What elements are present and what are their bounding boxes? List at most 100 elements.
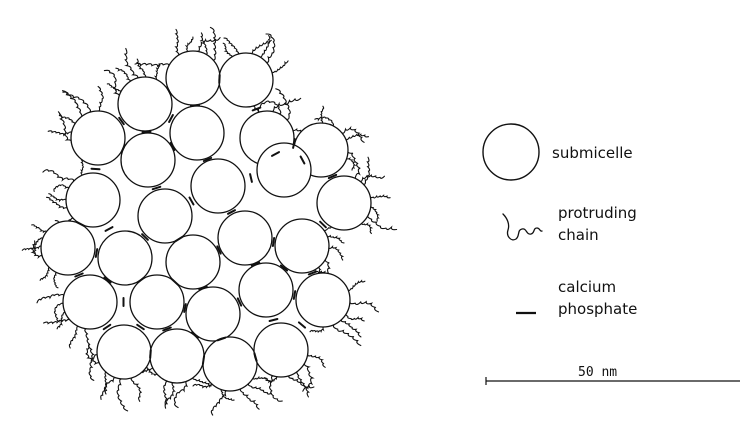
submicelle <box>170 106 224 160</box>
submicelle <box>166 51 220 105</box>
protruding-chain <box>48 131 71 135</box>
calcium-phosphate-link <box>153 187 161 189</box>
protruding-chain <box>371 206 379 221</box>
submicelle <box>118 77 172 131</box>
protruding-chain <box>333 325 360 346</box>
protruding-chain <box>193 384 213 387</box>
submicelle <box>218 211 272 265</box>
protruding-chain <box>360 175 385 181</box>
protruding-chain <box>240 389 259 410</box>
protruding-chain <box>197 38 220 52</box>
protruding-chain <box>116 68 130 81</box>
calcium-phosphate-link <box>203 356 204 364</box>
submicelle <box>63 275 117 329</box>
submicelle <box>66 173 120 227</box>
legend: submicelle protruding chain calcium phos… <box>483 124 637 318</box>
protruding-chain <box>137 59 146 77</box>
submicelle <box>121 133 175 187</box>
scale-bar: 50 nm <box>486 365 740 385</box>
submicelle <box>41 221 95 275</box>
protruding-chain <box>363 157 369 184</box>
legend-calcium-label-line2: phosphate <box>558 300 637 318</box>
submicelle <box>138 189 192 243</box>
protruding-chain <box>362 223 372 233</box>
calcium-phosphate-link <box>191 105 199 106</box>
protruding-chain <box>107 84 121 92</box>
protruding-chain <box>54 303 63 322</box>
protruding-chain <box>223 43 232 57</box>
protruding-chain <box>135 63 169 66</box>
submicelle <box>97 325 151 379</box>
protruding-chain <box>101 377 116 399</box>
submicelle <box>275 219 329 273</box>
protruding-chain <box>211 391 227 415</box>
protruding-chain <box>176 29 179 55</box>
submicelle <box>239 263 293 317</box>
protruding-chain <box>186 37 193 52</box>
legend-protruding-label-line1: protruding <box>558 204 637 222</box>
calcium-phosphate-link <box>270 319 278 321</box>
protruding-chain <box>131 378 141 402</box>
calcium-phosphate-link <box>250 174 252 182</box>
protruding-chain <box>174 381 187 408</box>
calcium-phosphate-link <box>299 322 305 327</box>
submicelle <box>191 159 245 213</box>
protruding-chain <box>341 320 361 337</box>
legend-protruding-chain-icon <box>503 214 542 240</box>
protruding-chain <box>248 383 271 394</box>
legend-calcium-label-line1: calcium <box>558 278 616 296</box>
calcium-phosphate-link <box>150 350 151 358</box>
submicelle <box>254 323 308 377</box>
protruding-chain <box>54 273 58 288</box>
submicelle <box>219 53 273 107</box>
scale-bar-label: 50 nm <box>578 365 617 380</box>
protruding-chain <box>350 302 379 312</box>
legend-protruding-label-line2: chain <box>558 226 599 244</box>
protruding-chain <box>329 247 343 260</box>
protruding-chain <box>43 170 74 182</box>
protruding-chain <box>105 372 107 394</box>
protruding-chain <box>308 354 326 367</box>
protruding-chain <box>54 185 69 192</box>
protruding-chain <box>40 268 49 281</box>
submicelle <box>203 337 257 391</box>
protruding-chain <box>368 215 397 230</box>
submicelle <box>257 143 311 197</box>
protruding-chain <box>321 106 324 123</box>
calcium-phosphate-link <box>294 291 295 299</box>
submicelle <box>296 273 350 327</box>
protruding-chain <box>210 27 215 60</box>
legend-submicelle-label: submicelle <box>552 144 633 162</box>
calcium-phosphate-link <box>190 198 194 205</box>
legend-submicelle-icon <box>483 124 539 180</box>
protruding-chain <box>297 371 309 397</box>
calcium-phosphate-link <box>253 108 261 111</box>
protruding-chain <box>22 246 41 250</box>
protruding-chain <box>81 160 83 176</box>
calcium-phosphate-link <box>104 325 111 329</box>
protruding-chain <box>117 379 128 411</box>
protruding-chain <box>164 381 169 408</box>
protruding-chain <box>327 236 344 243</box>
protruding-chain <box>310 327 324 332</box>
protruding-chain <box>37 294 64 303</box>
protruding-chain <box>348 281 365 291</box>
protruding-chain <box>370 195 390 198</box>
protruding-chain <box>272 61 288 73</box>
protruding-chain <box>104 70 119 97</box>
protruding-chain <box>201 33 207 55</box>
protruding-chain <box>270 376 283 401</box>
calcium-phosphate-link <box>106 227 113 231</box>
protruding-chain <box>98 87 103 112</box>
protruding-chain <box>32 225 47 232</box>
submicelle <box>71 111 125 165</box>
protruding-chain <box>346 313 364 321</box>
protruding-chain <box>69 326 78 348</box>
calcium-phosphate-link <box>92 169 100 170</box>
submicelle <box>317 176 371 230</box>
submicelle-cluster <box>41 51 371 391</box>
calcium-phosphate-link <box>96 249 97 257</box>
calcium-phosphate-link <box>273 238 274 246</box>
protruding-chain <box>346 134 369 139</box>
